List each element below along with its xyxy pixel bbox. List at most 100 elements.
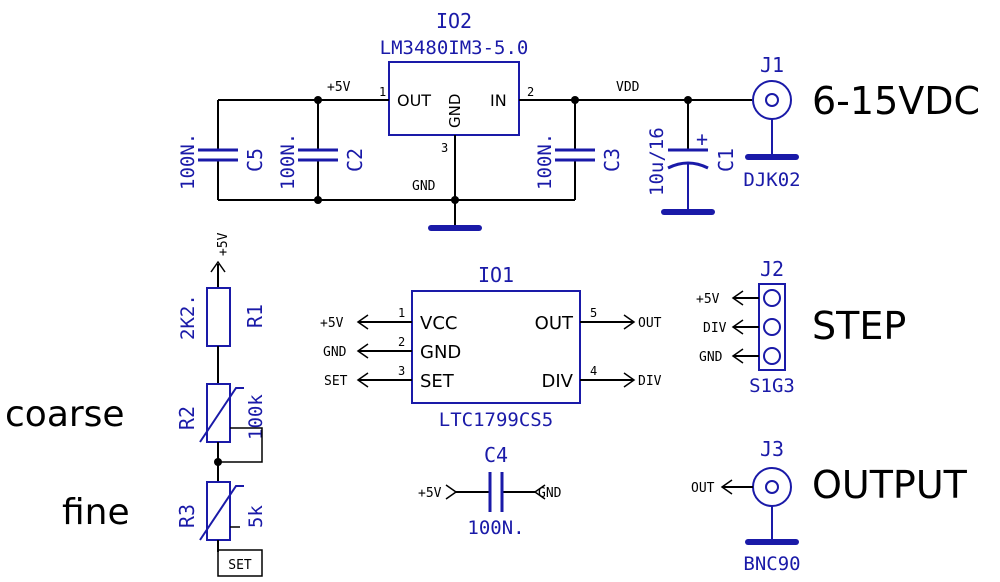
r3-adjust-slash — [199, 485, 244, 541]
arrow-left-icon — [356, 372, 369, 388]
set-net-box — [217, 549, 263, 577]
label-fine: fine — [62, 492, 130, 533]
c4-ref: C4 — [484, 443, 508, 467]
j1-jack-inner — [765, 93, 779, 107]
net-label-div-j2: DIV — [703, 321, 727, 336]
ic1-ref: IO1 — [478, 263, 514, 287]
arrow-left-icon — [731, 290, 744, 306]
junction-dot — [214, 458, 222, 466]
net-label-vdd: VDD — [616, 80, 640, 95]
j1-part: DJK02 — [743, 169, 800, 191]
ic1-body — [411, 290, 581, 404]
j2-pin3 — [763, 347, 781, 365]
c1-plus: + — [696, 127, 708, 151]
j2-pin2 — [763, 318, 781, 336]
r2-ref: R2 — [175, 406, 199, 430]
junction-dot — [451, 196, 459, 204]
label-coarse: coarse — [5, 394, 125, 435]
r2-adjust-slash — [199, 387, 244, 443]
ic2-ref: IO2 — [436, 9, 472, 33]
c5-value: 100N. — [177, 133, 199, 190]
ic2-part: LM3480IM3-5.0 — [380, 37, 529, 59]
c2-ref: C2 — [343, 148, 367, 172]
j2-header-body — [758, 283, 786, 371]
j2-part: S1G3 — [749, 375, 795, 397]
ic2-pin3-num: 3 — [441, 141, 448, 155]
ic2-pin2-num: 2 — [527, 85, 534, 99]
ic1-pin-out-label: OUT — [535, 313, 574, 334]
c4-section: C4 100N. +5V GND — [418, 443, 562, 539]
j3-section: J3 OUT BNC90 OUTPUT — [691, 437, 968, 575]
net-label-plus5v-ic1: +5V — [320, 316, 344, 331]
j1-ref: J1 — [760, 53, 784, 77]
arrow-left-icon — [356, 314, 369, 330]
c4-value: 100N. — [467, 517, 524, 539]
j3-bnc-inner — [765, 480, 779, 494]
j2-label: STEP — [812, 304, 906, 348]
r2-wiper-wire — [218, 427, 263, 463]
r3-value: 5k — [245, 505, 267, 528]
net-label-out-ic1: OUT — [638, 316, 662, 331]
ic1-part: LTC1799CS5 — [439, 409, 553, 431]
net-label-gnd-ic1: GND — [323, 345, 347, 360]
r3-ref: R3 — [175, 504, 199, 528]
j1-jack-outer — [752, 80, 792, 120]
c5-ref: C5 — [243, 148, 267, 172]
ic1-pin2-num: 2 — [398, 335, 405, 349]
r2-value: 100k — [245, 394, 267, 440]
net-label-plus5v-r1: +5V — [216, 232, 231, 256]
j1-label: 6-15VDC — [812, 79, 980, 123]
net-label-set-ic1: SET — [324, 374, 348, 389]
ic1-pin-div-label: DIV — [542, 371, 574, 392]
net-label-gnd-c4: GND — [538, 486, 562, 501]
ic1-pin-vcc-label: VCC — [420, 313, 457, 334]
arrow-right-icon — [623, 314, 636, 330]
arrow-left-icon — [356, 343, 369, 359]
net-label-plus5v-j2: +5V — [696, 292, 720, 307]
j2-pin1 — [763, 289, 781, 307]
ic1-pin-set-label: SET — [420, 371, 455, 392]
j3-bnc-outer — [752, 467, 792, 507]
c2-value: 100N. — [277, 133, 299, 190]
net-label-plus5v-c4: +5V — [418, 486, 442, 501]
j3-part: BNC90 — [743, 553, 800, 575]
junction-dot — [571, 96, 579, 104]
arrow-left-icon — [720, 479, 733, 495]
net-label-set-box: SET — [228, 558, 252, 573]
c1-value: 10u/16 — [646, 127, 668, 196]
c1-ref: C1 — [714, 148, 738, 172]
ic2-pin1-num: 1 — [379, 85, 386, 99]
frequency-adjust-section: +5V 2K2. R1 R2 100k R3 5k SET coarse fin… — [5, 232, 267, 577]
ic1-pin4-num: 4 — [590, 364, 597, 378]
arrow-right-icon — [445, 484, 458, 500]
oscillator-section: IO1 LTC1799CS5 VCC GND SET OUT DIV 1 2 3… — [320, 263, 662, 431]
arrow-left-icon — [731, 319, 744, 335]
ic2-pin-out-label: OUT — [397, 91, 431, 110]
r1-ref: R1 — [243, 304, 267, 328]
arrow-up-icon — [210, 260, 226, 273]
r1-value: 2K2. — [177, 294, 199, 340]
junction-dot — [314, 196, 322, 204]
c3-ref: C3 — [600, 148, 624, 172]
r1-body — [206, 287, 231, 347]
junction-dot — [314, 96, 322, 104]
ic1-pin3-num: 3 — [398, 364, 405, 378]
arrow-left-icon — [533, 484, 546, 500]
arrow-right-icon — [623, 372, 636, 388]
ic2-pin-gnd-label: GND — [446, 94, 464, 128]
net-label-div-ic1: DIV — [638, 374, 662, 389]
j3-label: OUTPUT — [812, 463, 968, 507]
net-label-plus5v-top: +5V — [327, 80, 351, 95]
j2-section: J2 S1G3 STEP +5V DIV GND — [696, 257, 906, 397]
net-label-gnd-j2: GND — [699, 350, 723, 365]
junction-dot — [684, 96, 692, 104]
net-label-gnd-rail: GND — [412, 179, 436, 194]
ic1-pin-gnd-label: GND — [420, 342, 461, 363]
power-supply-section: IO2 LM3480IM3-5.0 OUT IN GND 1 2 3 +5V V… — [177, 9, 980, 231]
ic1-pin5-num: 5 — [590, 306, 597, 320]
net-label-out-j3: OUT — [691, 481, 715, 496]
c3-value: 100N. — [534, 133, 556, 190]
ic1-pin1-num: 1 — [398, 306, 405, 320]
j3-ref: J3 — [760, 437, 784, 461]
